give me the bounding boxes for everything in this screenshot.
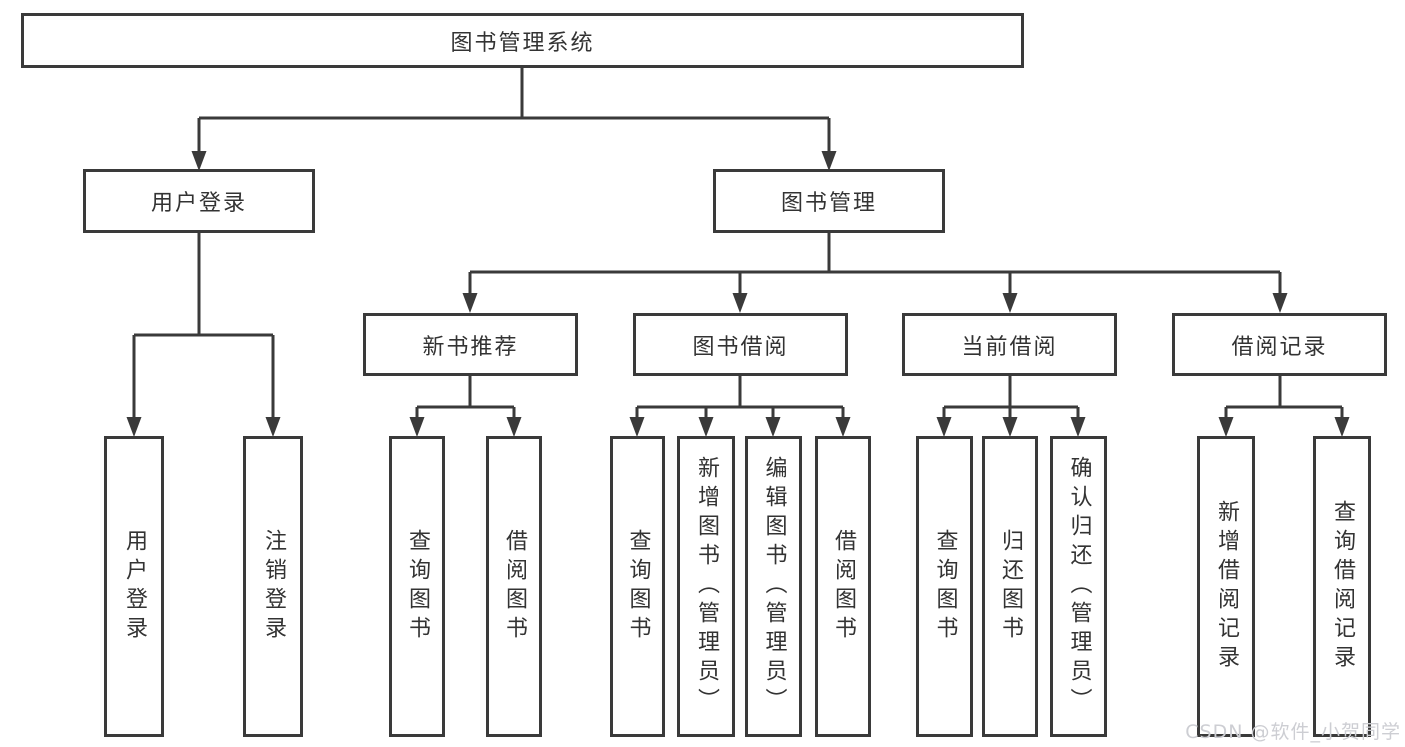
node-leaf-rec-borrow-label: 借阅图书 bbox=[502, 528, 527, 645]
node-new-book-rec: 新书推荐 bbox=[363, 313, 578, 376]
node-leaf-rec-borrow: 借阅图书 bbox=[486, 436, 542, 737]
node-leaf-logout: 注销登录 bbox=[243, 436, 303, 737]
node-current-borrow: 当前借阅 bbox=[902, 313, 1117, 376]
node-leaf-br-add: 新增借阅记录 bbox=[1197, 436, 1255, 737]
arrowhead-icon bbox=[1002, 293, 1018, 313]
node-current-borrow-label: 当前借阅 bbox=[961, 334, 1058, 360]
edge-book-mgmt-to-level3 bbox=[462, 233, 1288, 313]
arrowhead-icon bbox=[765, 417, 781, 437]
edge-user-login-to-leaves bbox=[126, 233, 281, 437]
edge-new-book-rec-to-leaves bbox=[409, 376, 522, 437]
node-user-login-group: 用户登录 bbox=[83, 169, 315, 233]
node-leaf-br-query-label: 查询借阅记录 bbox=[1330, 499, 1355, 674]
node-book-mgmt: 图书管理 bbox=[713, 169, 945, 233]
edge-book-borrow-to-leaves bbox=[629, 376, 851, 437]
node-user-login-group-label: 用户登录 bbox=[150, 191, 247, 216]
node-leaf-bb-edit: 编辑图书（管理员） bbox=[745, 436, 802, 737]
arrowhead-icon bbox=[835, 417, 851, 437]
node-leaf-bb-edit-label: 编辑图书（管理员） bbox=[761, 456, 787, 717]
csdn-watermark: CSDN @软件_小贺同学 bbox=[1185, 721, 1401, 743]
node-leaf-cb-confirm-label: 确认归还（管理员） bbox=[1066, 456, 1092, 717]
node-leaf-br-query: 查询借阅记录 bbox=[1313, 436, 1371, 737]
node-leaf-br-add-label: 新增借阅记录 bbox=[1214, 499, 1239, 674]
arrowhead-icon bbox=[1334, 417, 1350, 437]
arrowhead-icon bbox=[821, 151, 837, 171]
node-leaf-logout-label: 注销登录 bbox=[261, 528, 286, 645]
node-borrow-records: 借阅记录 bbox=[1172, 313, 1387, 376]
node-root: 图书管理系统 bbox=[21, 13, 1024, 68]
node-leaf-cb-query: 查询图书 bbox=[916, 436, 973, 737]
arrowhead-icon bbox=[265, 417, 281, 437]
node-leaf-bb-query: 查询图书 bbox=[610, 436, 665, 737]
node-leaf-cb-query-label: 查询图书 bbox=[932, 528, 958, 645]
arrowhead-icon bbox=[462, 293, 478, 313]
node-book-borrow-label: 图书借阅 bbox=[692, 334, 789, 360]
edge-borrow-records-to-leaves bbox=[1218, 376, 1350, 437]
node-leaf-user-login: 用户登录 bbox=[104, 436, 164, 737]
arrowhead-icon bbox=[1218, 417, 1234, 437]
node-leaf-bb-add: 新增图书（管理员） bbox=[677, 436, 735, 737]
edge-current-borrow-to-leaves bbox=[936, 376, 1086, 437]
node-leaf-rec-query: 查询图书 bbox=[389, 436, 445, 737]
node-leaf-bb-add-label: 新增图书（管理员） bbox=[694, 456, 719, 717]
arrowhead-icon bbox=[698, 417, 714, 437]
node-leaf-rec-query-label: 查询图书 bbox=[405, 528, 430, 645]
node-borrow-records-label: 借阅记录 bbox=[1231, 334, 1328, 360]
node-leaf-bb-query-label: 查询图书 bbox=[625, 528, 651, 645]
node-leaf-user-login-label: 用户登录 bbox=[122, 528, 147, 645]
node-book-borrow: 图书借阅 bbox=[633, 313, 848, 376]
node-leaf-bb-borrow: 借阅图书 bbox=[815, 436, 871, 737]
arrowhead-icon bbox=[506, 417, 522, 437]
arrowhead-icon bbox=[126, 417, 142, 437]
node-leaf-bb-borrow-label: 借阅图书 bbox=[831, 528, 856, 645]
node-leaf-cb-confirm: 确认归还（管理员） bbox=[1050, 436, 1107, 737]
arrowhead-icon bbox=[936, 417, 952, 437]
node-leaf-cb-return: 归还图书 bbox=[982, 436, 1038, 737]
edge-root-to-level2 bbox=[191, 68, 837, 171]
arrowhead-icon bbox=[629, 417, 645, 437]
arrowhead-icon bbox=[732, 293, 748, 313]
arrowhead-icon bbox=[1002, 417, 1018, 437]
arrowhead-icon bbox=[1070, 417, 1086, 437]
node-book-mgmt-label: 图书管理 bbox=[780, 191, 877, 216]
arrowhead-icon bbox=[409, 417, 425, 437]
node-new-book-rec-label: 新书推荐 bbox=[422, 334, 519, 360]
node-leaf-cb-return-label: 归还图书 bbox=[998, 528, 1023, 645]
arrowhead-icon bbox=[191, 151, 207, 171]
arrowhead-icon bbox=[1272, 293, 1288, 313]
node-root-label: 图书管理系统 bbox=[450, 30, 595, 56]
